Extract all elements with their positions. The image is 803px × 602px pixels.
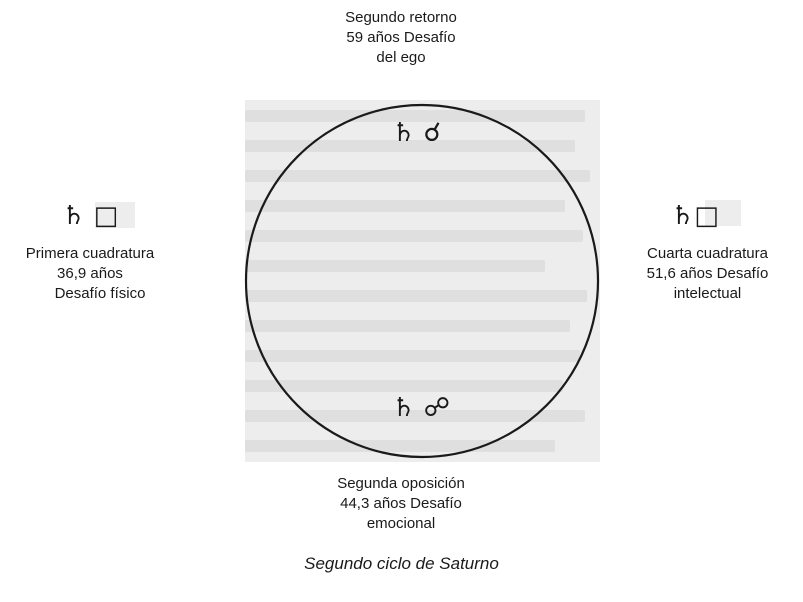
label-line: emocional	[366, 515, 436, 532]
label-fourth-square: Cuarta cuadratura 51,6 años Desafío inte…	[612, 244, 803, 304]
background-texture	[245, 100, 600, 462]
background-texture-left	[95, 202, 135, 228]
label-line: Segundo retorno	[345, 9, 457, 26]
label-first-square: Primera cuadratura 36,9 años Desafío fís…	[0, 244, 180, 304]
saturn-square-glyphs-left: ♄ □	[62, 201, 119, 231]
cycle-circle	[244, 103, 600, 459]
label-line: 59 años Desafío	[346, 29, 456, 46]
saturn-conjunction-glyphs: ♄ ☌	[392, 118, 442, 148]
label-line: Segunda oposición	[337, 475, 465, 492]
label-line: Desafío físico	[54, 285, 146, 302]
label-second-opposition: Segunda oposición 44,3 años Desafío emoc…	[301, 474, 501, 534]
saturn-opposition-glyphs: ♄ ☍	[392, 393, 450, 423]
label-second-return: Segundo retorno 59 años Desafío del ego	[301, 8, 501, 68]
label-line: Cuarta cuadratura	[647, 245, 768, 262]
background-texture-right	[705, 200, 741, 226]
label-line: 51,6 años Desafío	[646, 265, 769, 282]
label-line: 36,9 años	[57, 265, 123, 282]
label-line: del ego	[376, 49, 426, 66]
label-line: 44,3 años Desafío	[340, 495, 462, 512]
saturn-square-glyphs-right: ♄□	[671, 201, 719, 231]
figure-caption: Segundo ciclo de Saturno	[304, 554, 499, 573]
label-line: Primera cuadratura	[25, 245, 155, 262]
label-line: intelectual	[673, 285, 742, 302]
